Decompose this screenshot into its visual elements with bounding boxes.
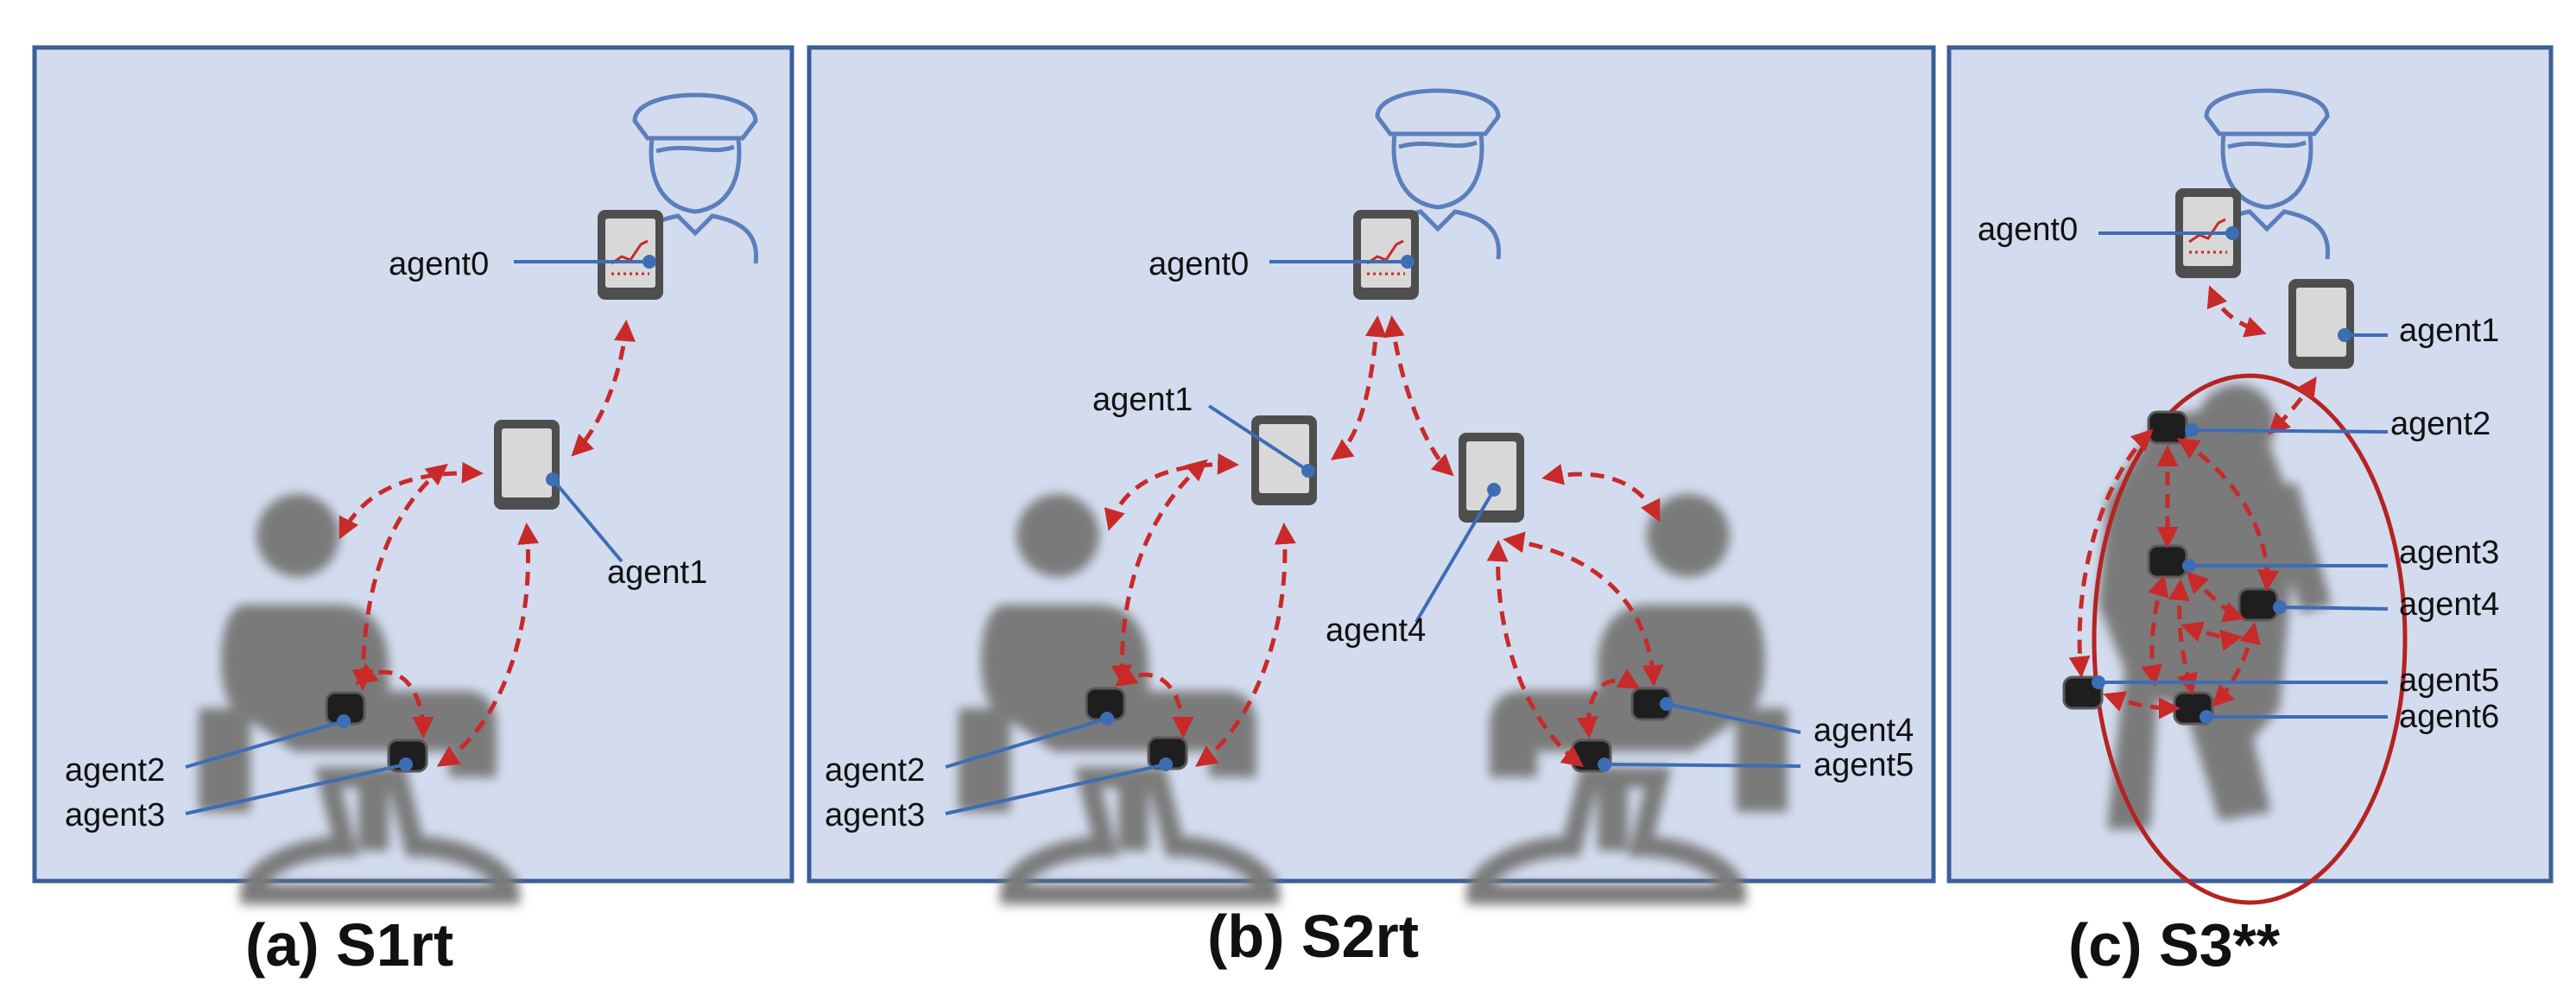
leader-line [551, 478, 623, 563]
label-agent2: agent2 [2390, 406, 2491, 442]
sensor-icon [2147, 544, 2188, 579]
label-agent4: agent4 [1326, 612, 1426, 649]
link-arrow [1576, 669, 1641, 738]
link-arrow [1114, 665, 1194, 738]
label-agent3: agent3 [65, 797, 165, 833]
leader-line [1604, 763, 1801, 768]
link-arrow [2268, 376, 2317, 435]
anchor-dot [1598, 757, 1611, 771]
tablet-icon [1251, 415, 1317, 505]
link-arrow [351, 463, 448, 691]
sensor-icon [2237, 587, 2279, 622]
panel-a: agent0 agent1 agent2 agent3 (a) S1rt [32, 45, 794, 979]
anchor-dot [1487, 483, 1501, 497]
tablet-icon [494, 420, 560, 510]
anchor-dot [546, 472, 560, 486]
label-agent0: agent0 [1149, 246, 1249, 282]
link-arrow [571, 320, 636, 457]
leader-line [1666, 702, 1801, 734]
label-agent6: agent6 [2399, 699, 2499, 735]
anchor-dot [2182, 559, 2196, 573]
anchor-dot [1401, 255, 1415, 269]
label-agent5: agent5 [1813, 747, 1914, 783]
leader-line [185, 719, 345, 769]
anchor-dot [642, 255, 656, 269]
leader-line [945, 763, 1167, 815]
label-agent1: agent1 [607, 555, 707, 591]
link-arrow [1111, 459, 1208, 687]
link-arrow [2176, 438, 2280, 592]
caption-b: (b) S2rt [1207, 903, 1419, 970]
leader-line [185, 763, 407, 815]
sensor-icon [2147, 410, 2188, 445]
tablet-icon [596, 208, 665, 301]
anchor-dot [399, 757, 413, 771]
label-agent3: agent3 [2399, 535, 2499, 571]
caption-c: (c) S3** [2068, 911, 2281, 979]
link-arrow [2103, 691, 2180, 719]
leader-line [945, 717, 1108, 769]
anchor-dot [2199, 710, 2213, 724]
link-arrow [2212, 622, 2261, 707]
label-agent0: agent0 [389, 246, 489, 282]
anchor-dot [1100, 712, 1114, 726]
label-agent4: agent4 [1813, 713, 1914, 749]
label-agent1: agent1 [1092, 382, 1193, 418]
anchor-dot [1301, 464, 1315, 478]
label-agent4: agent4 [2399, 586, 2499, 623]
leader-line [2191, 428, 2389, 434]
link-arrow [2068, 428, 2154, 678]
label-agent5: agent5 [2399, 662, 2499, 699]
link-arrow [436, 523, 540, 767]
link-arrow [1194, 523, 1296, 767]
panel-b: agent0 agent1 agent4 agent2 agent3 agent… [807, 45, 1936, 970]
anchor-dot [2185, 423, 2199, 437]
tablet-icon [1459, 433, 1524, 523]
leader-line [1415, 488, 1496, 624]
link-arrow [354, 663, 434, 738]
leader-line [2279, 605, 2389, 611]
link-arrow [2206, 285, 2267, 338]
anchor-dot [2273, 600, 2287, 614]
leader-line [1207, 404, 1310, 472]
label-agent0: agent0 [1978, 212, 2078, 248]
anchor-dot [1660, 697, 1674, 711]
link-arrow [1541, 464, 1661, 523]
link-arrow [2141, 574, 2169, 687]
anchor-dot [2225, 226, 2239, 240]
caption-a: (a) S1rt [245, 911, 453, 979]
label-agent1: agent1 [2399, 313, 2499, 349]
label-agent3: agent3 [825, 797, 925, 833]
panel-c: agent0 agent1 agent2 agent3 agent4 agent… [1946, 45, 2554, 979]
label-agent2: agent2 [825, 752, 925, 789]
tablet-icon [2288, 279, 2354, 369]
anchor-dot [2338, 328, 2351, 342]
link-arrow [1383, 315, 1454, 477]
anchor-dot [2092, 675, 2105, 689]
tablet-icon [1351, 208, 1421, 301]
anchor-dot [337, 714, 351, 728]
label-agent2: agent2 [65, 752, 165, 789]
anchor-dot [1159, 757, 1173, 771]
link-arrow [2180, 621, 2243, 651]
